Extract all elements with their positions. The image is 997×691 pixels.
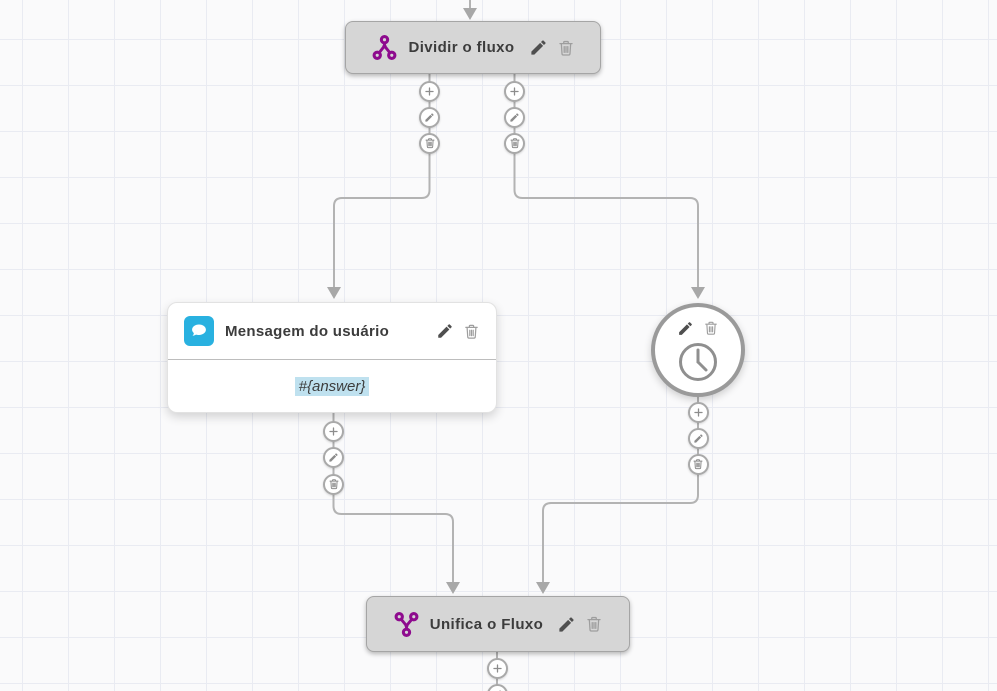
- plus-icon: [693, 407, 703, 417]
- trash-icon: [510, 138, 519, 149]
- connector-split-to-timer: [513, 74, 699, 288]
- delete-button[interactable]: [687, 453, 709, 475]
- add-button[interactable]: [504, 80, 525, 102]
- merge-icon: [393, 611, 420, 638]
- node-user-message[interactable]: Mensagem do usuário #{ans: [167, 302, 497, 413]
- node-split[interactable]: Dividir o fluxo: [345, 21, 601, 74]
- edit-button[interactable]: [504, 106, 525, 128]
- add-button[interactable]: [419, 80, 440, 102]
- add-button[interactable]: [323, 420, 344, 442]
- delete-icon[interactable]: [585, 615, 603, 633]
- node-merge[interactable]: Unifica o Fluxo: [366, 596, 630, 652]
- edit-icon[interactable]: [557, 615, 576, 634]
- plus-icon: [425, 86, 434, 96]
- edit-button[interactable]: [323, 446, 344, 468]
- delete-icon[interactable]: [463, 323, 480, 340]
- connector-timer-to-merge: [542, 397, 699, 583]
- pencil-icon: [510, 112, 519, 122]
- node-title: Dividir o fluxo: [408, 39, 515, 56]
- edit-button[interactable]: [419, 106, 440, 128]
- pencil-icon: [425, 112, 434, 122]
- arrowhead-into-timer: [691, 287, 705, 299]
- edit-icon[interactable]: [529, 38, 548, 57]
- trash-icon: [425, 138, 434, 149]
- clock-icon: [676, 340, 720, 384]
- delete-icon[interactable]: [703, 320, 719, 336]
- node-title: Unifica o Fluxo: [429, 615, 544, 633]
- chat-bubble-icon: [184, 316, 214, 346]
- split-icon: [371, 34, 398, 61]
- connector-split-to-message: [333, 74, 431, 288]
- add-button[interactable]: [486, 657, 508, 679]
- plus-icon: [510, 86, 519, 96]
- pencil-icon: [693, 433, 703, 443]
- user-message-value: #{answer}: [294, 376, 370, 396]
- delete-button[interactable]: [323, 473, 344, 495]
- add-button[interactable]: [687, 401, 709, 423]
- node-timer[interactable]: [651, 303, 745, 397]
- edit-button[interactable]: [687, 427, 709, 449]
- edit-icon[interactable]: [436, 322, 454, 340]
- pencil-icon: [329, 452, 338, 462]
- trash-icon: [329, 479, 338, 490]
- arrowhead-timer-into-merge: [536, 582, 550, 594]
- plus-icon: [492, 663, 502, 673]
- edit-icon[interactable]: [677, 320, 694, 337]
- edit-button[interactable]: [486, 683, 508, 691]
- delete-button[interactable]: [504, 132, 525, 154]
- node-title: Mensagem do usuário: [225, 322, 390, 340]
- arrowhead-into-split: [463, 8, 477, 20]
- trash-icon: [693, 459, 703, 470]
- delete-button[interactable]: [419, 132, 440, 154]
- delete-icon[interactable]: [557, 39, 575, 57]
- plus-icon: [329, 426, 338, 436]
- arrowhead-message-into-merge: [446, 582, 460, 594]
- arrowhead-into-message: [327, 287, 341, 299]
- connector-message-to-merge: [332, 413, 454, 583]
